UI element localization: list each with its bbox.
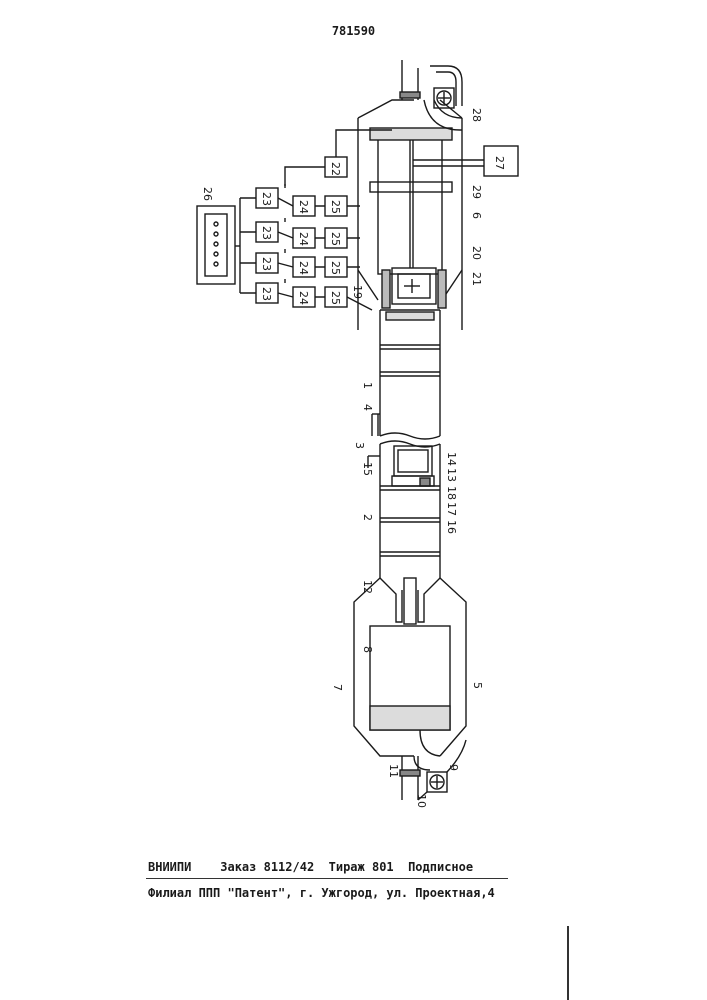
label-11: 11 [387,764,400,778]
label-25-c: 25 [329,261,342,275]
label-8: 8 [361,646,374,653]
footer-publisher-line: ВНИИПИ Заказ 8112/42 Тираж 801 Подписное [148,860,473,874]
label-7: 7 [331,684,344,691]
footer-divider [146,878,508,879]
footer-address-line: Филиал ППП "Патент", г. Ужгород, ул. Про… [148,886,495,900]
label-9: 9 [447,764,460,771]
label-22: 22 [329,162,342,176]
label-4: 4 [361,404,374,411]
label-5: 5 [471,682,484,689]
label-1: 1 [361,382,374,389]
label-13: 13 [445,468,458,482]
label-28: 28 [470,108,483,122]
label-17: 17 [445,502,458,516]
label-16: 16 [445,520,458,534]
label-20: 20 [470,246,483,260]
label-6: 6 [470,212,483,219]
label-25-a: 25 [329,200,342,214]
label-24-a: 24 [297,200,310,214]
label-18: 18 [445,486,458,500]
tube-2 [368,441,440,578]
label-2: 2 [361,514,374,521]
label-14: 14 [445,452,458,466]
tube-1 [372,310,440,439]
label-24-c: 24 [297,261,310,275]
label-25-b: 25 [329,232,342,246]
label-29: 29 [470,185,483,199]
label-21: 21 [470,272,483,286]
label-23-b: 23 [260,226,273,240]
label-27: 27 [493,156,506,170]
label-10: 10 [415,794,428,808]
label-19: 19 [351,285,364,299]
label-3: 3 [353,442,366,449]
label-23-d: 23 [260,287,273,301]
label-26: 26 [201,187,214,201]
label-15: 15 [361,462,374,476]
label-25-d: 25 [329,291,342,305]
label-24-b: 24 [297,232,310,246]
margin-line [567,926,569,1000]
label-23-a: 23 [260,192,273,206]
top-casing [358,60,484,330]
label-12: 12 [361,580,374,594]
label-23-c: 23 [260,257,273,271]
indicator-panel-26 [197,206,240,284]
label-24-d: 24 [297,291,310,305]
